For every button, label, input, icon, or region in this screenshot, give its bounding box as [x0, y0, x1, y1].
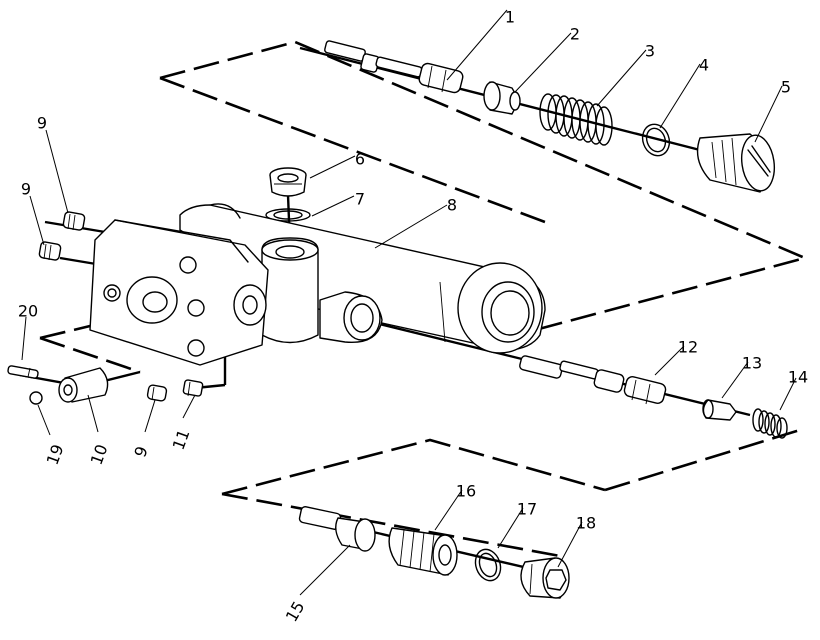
part-15-piston	[298, 506, 376, 552]
leader-line-c8	[374, 204, 448, 249]
callout-c9c: 9	[130, 444, 151, 460]
leader-line-c3	[596, 49, 647, 107]
leader-line-c17	[497, 507, 524, 549]
leader-line-c14	[779, 377, 797, 411]
part-4-o-ring	[641, 123, 671, 157]
callout-c19: 19	[43, 442, 68, 468]
part-19-ball	[29, 391, 43, 405]
callout-c7: 7	[355, 190, 365, 209]
leader-line-c1	[446, 9, 508, 81]
dashed-boundary-left	[39, 318, 141, 374]
callout-c11: 11	[169, 427, 194, 453]
part-14-spring	[752, 408, 788, 439]
callout-c18: 18	[576, 514, 596, 533]
callout-c8: 8	[447, 196, 457, 215]
callout-c20: 20	[18, 302, 38, 321]
callout-c13: 13	[742, 354, 762, 373]
part-9-plug-middle	[38, 241, 62, 261]
callout-c2: 2	[570, 25, 580, 44]
part-17-o-ring	[474, 548, 502, 582]
leader-line-c7	[311, 195, 355, 217]
part-9-plug-upper	[62, 211, 86, 231]
leader-line-c18	[557, 521, 583, 568]
callout-c10: 10	[87, 442, 112, 468]
leader-line-c5	[754, 85, 783, 143]
callout-c1: 1	[505, 8, 515, 27]
leader-line-c19	[37, 404, 51, 436]
callout-c6: 6	[355, 150, 365, 169]
leader-line-c9b	[29, 195, 45, 246]
part-2-sleeve	[483, 81, 521, 115]
leader-line-c12	[654, 345, 685, 376]
leader-line-c10	[87, 394, 99, 433]
part-13-poppet	[702, 399, 737, 421]
leader-line-c20	[21, 316, 27, 361]
part-12-spool	[519, 355, 667, 405]
callout-c9b: 9	[21, 180, 31, 199]
leader-line-c9c	[144, 399, 156, 433]
callout-c12: 12	[678, 338, 698, 357]
part-18-plug	[520, 557, 570, 599]
leader-line-c9a	[45, 129, 69, 214]
part-7-washer	[265, 208, 311, 222]
callout-c17: 17	[517, 500, 537, 519]
callout-c15: 15	[282, 598, 309, 625]
part-11-fitting	[182, 379, 204, 397]
part-8-housing	[89, 203, 546, 366]
part-20-pin	[7, 365, 39, 379]
dashed-boundary-lower	[221, 428, 801, 558]
leader-line-c13	[721, 361, 749, 399]
part-16-sleeve	[388, 527, 458, 576]
callout-c4: 4	[699, 56, 709, 75]
part-10-cylinder	[58, 367, 109, 403]
callout-c14: 14	[788, 368, 808, 387]
callout-c3: 3	[645, 42, 655, 61]
leader-line-c15	[299, 544, 351, 596]
part-9-plug-lower	[146, 384, 168, 402]
callout-c16: 16	[456, 482, 476, 501]
leader-line-c2	[514, 32, 572, 93]
callout-c9a: 9	[37, 114, 47, 133]
part-5-plug	[696, 133, 776, 193]
part-6-fitting	[269, 167, 307, 197]
part-1-spool	[324, 40, 464, 94]
leader-line-c4	[659, 63, 701, 129]
callout-c5: 5	[781, 78, 791, 97]
leader-line-c16	[434, 489, 463, 531]
leader-line-c11	[182, 394, 196, 419]
leader-line-c6	[309, 155, 356, 179]
part-3-spring	[539, 93, 613, 146]
